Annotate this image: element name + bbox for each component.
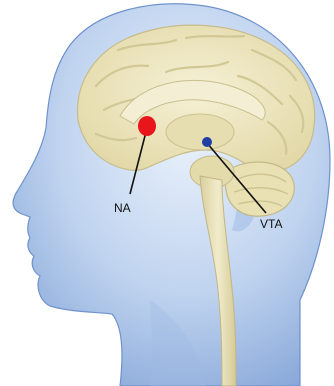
na-marker: [138, 116, 156, 136]
cerebellum: [225, 162, 294, 216]
vta-label: VTA: [260, 217, 282, 231]
vta-marker: [202, 137, 212, 147]
na-label: NA: [114, 201, 131, 215]
thalamus: [166, 114, 234, 150]
